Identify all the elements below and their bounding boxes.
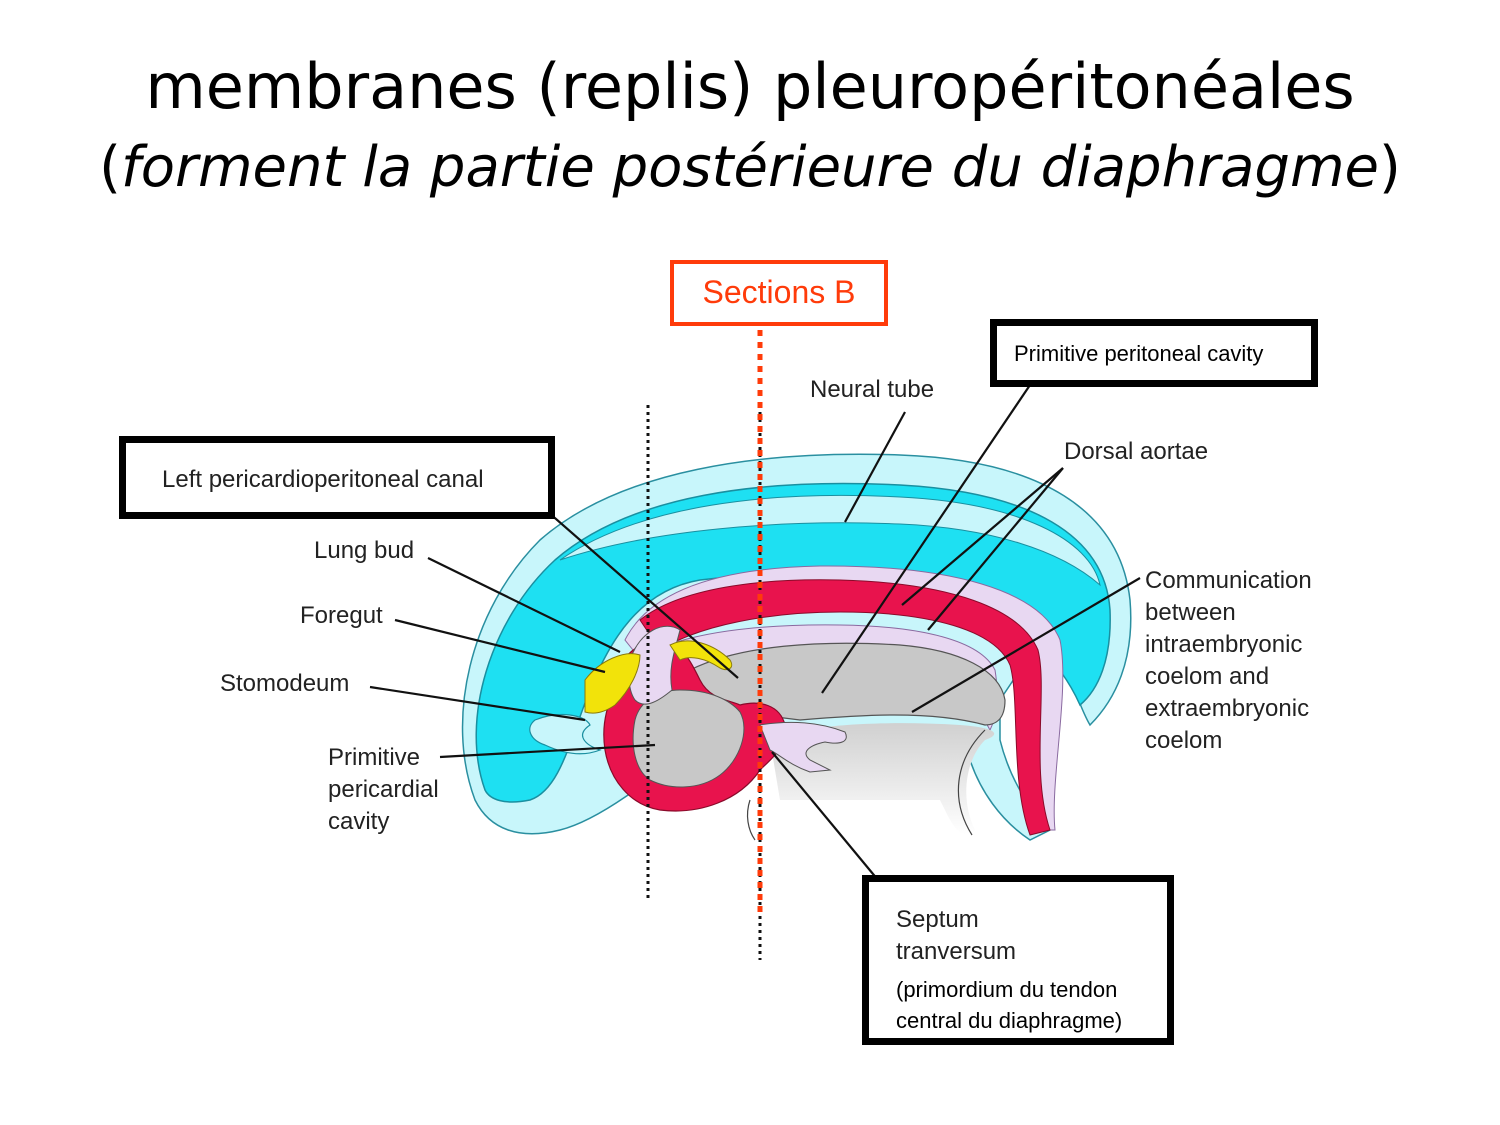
label-pericardial-line1: Primitive bbox=[328, 744, 421, 771]
leader-stomodeum bbox=[369, 685, 586, 722]
label-communication-line4: coelom and bbox=[1145, 663, 1270, 690]
dorsal-aorta-band bbox=[639, 579, 1051, 836]
pericardial-cavity bbox=[632, 689, 745, 788]
leader-pericardioperitoneal-canal bbox=[539, 504, 739, 679]
label-septum-line1: Septum bbox=[896, 906, 979, 933]
label-primitive-peritoneal-cavity: Primitive peritoneal cavity bbox=[1014, 341, 1264, 366]
foregut-shape bbox=[628, 625, 681, 705]
label-stomodeum: Stomodeum bbox=[220, 670, 350, 697]
leader-communication bbox=[911, 577, 1141, 713]
label-dorsal-aortae: Dorsal aortae bbox=[1064, 438, 1209, 465]
yellow-lung-bud bbox=[669, 640, 733, 671]
yellow-endoderm bbox=[584, 653, 641, 714]
sections-b-label: Sections B bbox=[702, 274, 856, 310]
leader-neural-tube bbox=[844, 411, 906, 523]
label-foregut: Foregut bbox=[300, 602, 383, 629]
label-pericardial-line2: pericardial bbox=[328, 776, 439, 803]
stomodeum-notch bbox=[529, 713, 602, 755]
septum-transversum-shape bbox=[759, 721, 847, 773]
label-lung-bud: Lung bud bbox=[314, 537, 415, 564]
leader-peritoneal-cavity bbox=[821, 384, 1031, 694]
label-left-pericardioperitoneal-canal: Left pericardioperitoneal canal bbox=[162, 466, 484, 493]
leader-pericardial-cavity bbox=[439, 743, 656, 759]
label-communication-line1: Communication bbox=[1145, 567, 1312, 594]
label-neural-tube: Neural tube bbox=[810, 376, 935, 403]
slide-title: membranes (replis) pleuropéritonéales bbox=[145, 50, 1355, 123]
pericardioperitoneal-canal-box: Left pericardioperitoneal canal bbox=[119, 436, 555, 519]
slide-subtitle: (forment la partie postérieure du diaphr… bbox=[0, 135, 1500, 200]
subtitle-open-paren: ( bbox=[99, 135, 121, 200]
neural-tube-lumen bbox=[559, 494, 1101, 587]
label-septum-line2: tranversum bbox=[896, 938, 1017, 965]
label-communication-line5: extraembryonic bbox=[1145, 695, 1310, 722]
subtitle-italic-text: forment la partie postérieure du diaphra… bbox=[121, 135, 1379, 200]
ventral-tail bbox=[746, 799, 756, 841]
label-communication-line6: coelom bbox=[1145, 727, 1223, 754]
subtitle-close-paren: ) bbox=[1378, 135, 1401, 200]
label-communication-line3: intraembryonic bbox=[1145, 631, 1303, 658]
leader-dorsal-aorta-1 bbox=[901, 467, 1064, 606]
label-communication-line2: between bbox=[1145, 599, 1236, 626]
label-septum-note-line2: central du diaphragme) bbox=[896, 1008, 1123, 1033]
septum-transversum-box: Septum tranversum (primordium du tendon … bbox=[862, 875, 1174, 1045]
peritoneal-cavity-box: Primitive peritoneal cavity bbox=[990, 319, 1318, 387]
yolk-sac-outline bbox=[957, 729, 986, 836]
sections-b-box: Sections B bbox=[670, 260, 888, 326]
label-pericardial-line3: cavity bbox=[328, 808, 390, 835]
leader-foregut bbox=[394, 618, 606, 674]
leader-septum bbox=[771, 751, 879, 881]
yolk-sac-region bbox=[770, 723, 995, 835]
leader-lung-bud bbox=[427, 557, 621, 653]
leader-dorsal-aorta-2 bbox=[927, 467, 1064, 631]
label-septum-note-line1: (primordium du tendon bbox=[896, 977, 1118, 1002]
